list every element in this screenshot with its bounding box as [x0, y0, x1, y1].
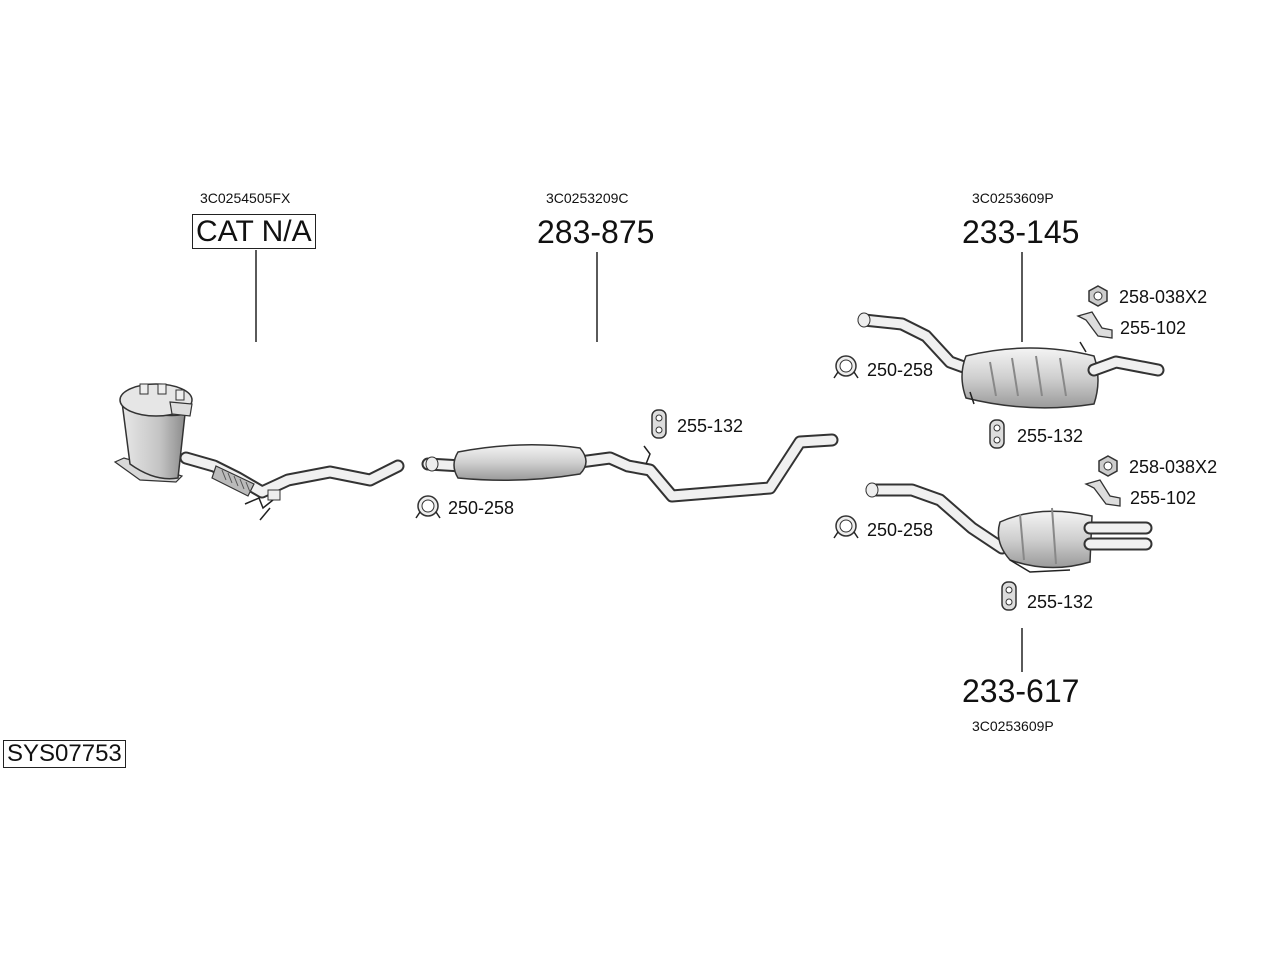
- rear-bottom-bracket-label: 255-102: [1130, 488, 1197, 508]
- rear-bottom-hanger-label: 255-132: [1027, 592, 1094, 612]
- rubber-hanger-icon: [651, 409, 667, 439]
- rear-bottom-part-number: 233-617: [962, 673, 1080, 709]
- rubber-hanger-icon: [1001, 581, 1017, 611]
- rear-top-clamp-label: 250-258: [867, 360, 934, 380]
- rubber-hanger-icon: [989, 419, 1005, 449]
- rear-top-bracket-label: 255-102: [1120, 318, 1187, 338]
- rear-top-oe-number: 3C0253609P: [972, 190, 1054, 206]
- system-code: SYS07753: [3, 740, 126, 769]
- rear-silencer-bottom-drawing: [865, 482, 1153, 573]
- rear-bottom-oe-number: 3C0253609P: [972, 718, 1054, 734]
- clamp-icon: [833, 515, 859, 539]
- nut-icon: [1098, 455, 1118, 477]
- cat-part-number: CAT N/A: [192, 214, 316, 249]
- middle-oe-number: 3C0253209C: [546, 190, 629, 206]
- rear-top-hanger-label: 255-132: [1017, 426, 1084, 446]
- cat-converter-drawing: [113, 383, 405, 521]
- rear-top-nut-label: 258-038X2: [1119, 287, 1208, 307]
- clamp-icon: [833, 355, 859, 379]
- middle-silencer-drawing: [421, 433, 839, 503]
- clamp-icon: [415, 495, 441, 519]
- rear-bottom-nut-label: 258-038X2: [1129, 457, 1218, 477]
- middle-hanger-label: 255-132: [677, 416, 744, 436]
- cat-oe-number: 3C0254505FX: [200, 190, 291, 206]
- rear-silencer-top-drawing: [857, 312, 1165, 409]
- bracket-icon: [1076, 311, 1113, 339]
- rear-bottom-clamp-label: 250-258: [867, 520, 934, 540]
- nut-icon: [1088, 285, 1108, 307]
- rear-top-part-number: 233-145: [962, 214, 1080, 250]
- middle-part-number: 283-875: [537, 214, 655, 250]
- bracket-icon: [1084, 479, 1121, 507]
- middle-clamp-label: 250-258: [448, 498, 515, 518]
